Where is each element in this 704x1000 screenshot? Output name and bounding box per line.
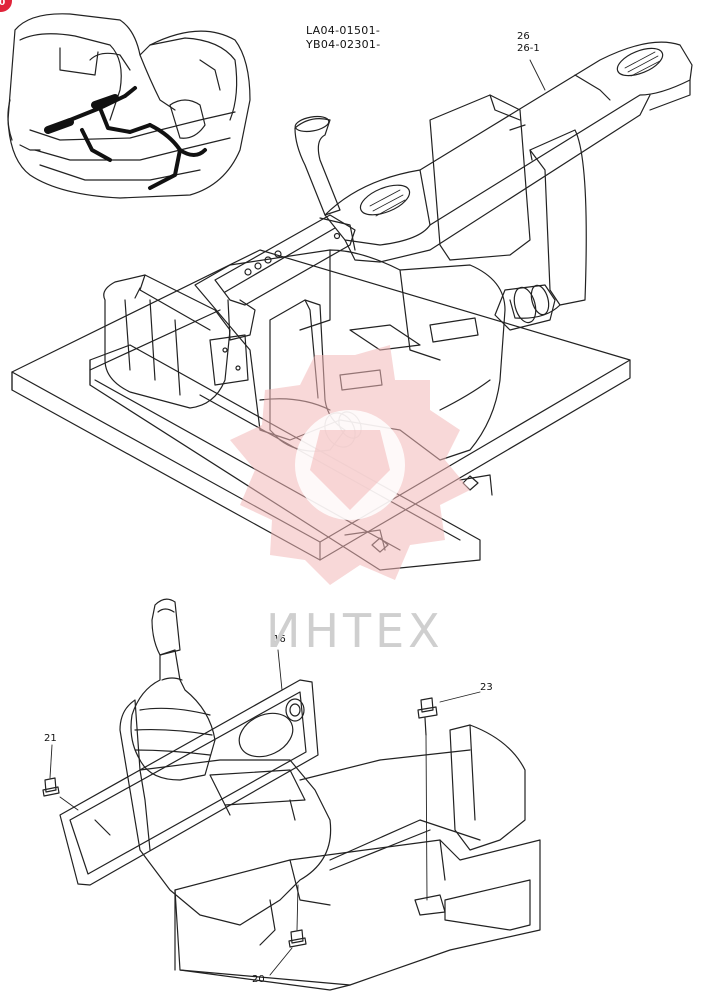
lever-boot: [130, 649, 216, 781]
callout-16: 16: [273, 634, 286, 645]
bolt-20: [288, 929, 307, 948]
callout-26-1: 26-1: [517, 43, 540, 54]
console-floor-base: [174, 749, 541, 991]
duct-grille-lines: [369, 51, 661, 217]
corner-badge-label: 0: [0, 0, 6, 8]
control-lever-knob: [151, 598, 181, 656]
heater-block: [103, 274, 231, 409]
machine-overview-inset: [7, 13, 251, 199]
callout-23: 23: [480, 682, 493, 693]
side-cover-panel: [59, 679, 319, 886]
rear-tall-duct: [429, 94, 531, 261]
serial-number-2: YB04-02301-: [306, 38, 381, 51]
vertical-duct-leg: [509, 129, 587, 319]
serial-number-1: LA04-01501-: [306, 24, 381, 37]
control-console-body: [119, 699, 332, 946]
callout-20: 20: [252, 974, 265, 985]
right-duct-connector: [494, 284, 556, 331]
watermark-text: ИНТЕХ: [266, 604, 444, 658]
leader-lines: [49, 59, 546, 976]
right-side-panel: [414, 724, 531, 931]
callout-21: 21: [44, 733, 57, 744]
bolt-21: [42, 777, 60, 797]
main-air-duct: [324, 41, 693, 263]
mounting-bracket: [209, 214, 356, 386]
inset-harness-block: [44, 94, 119, 134]
callout-26: 26: [517, 31, 530, 42]
bolt-23: [417, 697, 438, 736]
snorkel-pipe: [294, 115, 341, 216]
watermark-emblem-inner: [310, 430, 390, 510]
